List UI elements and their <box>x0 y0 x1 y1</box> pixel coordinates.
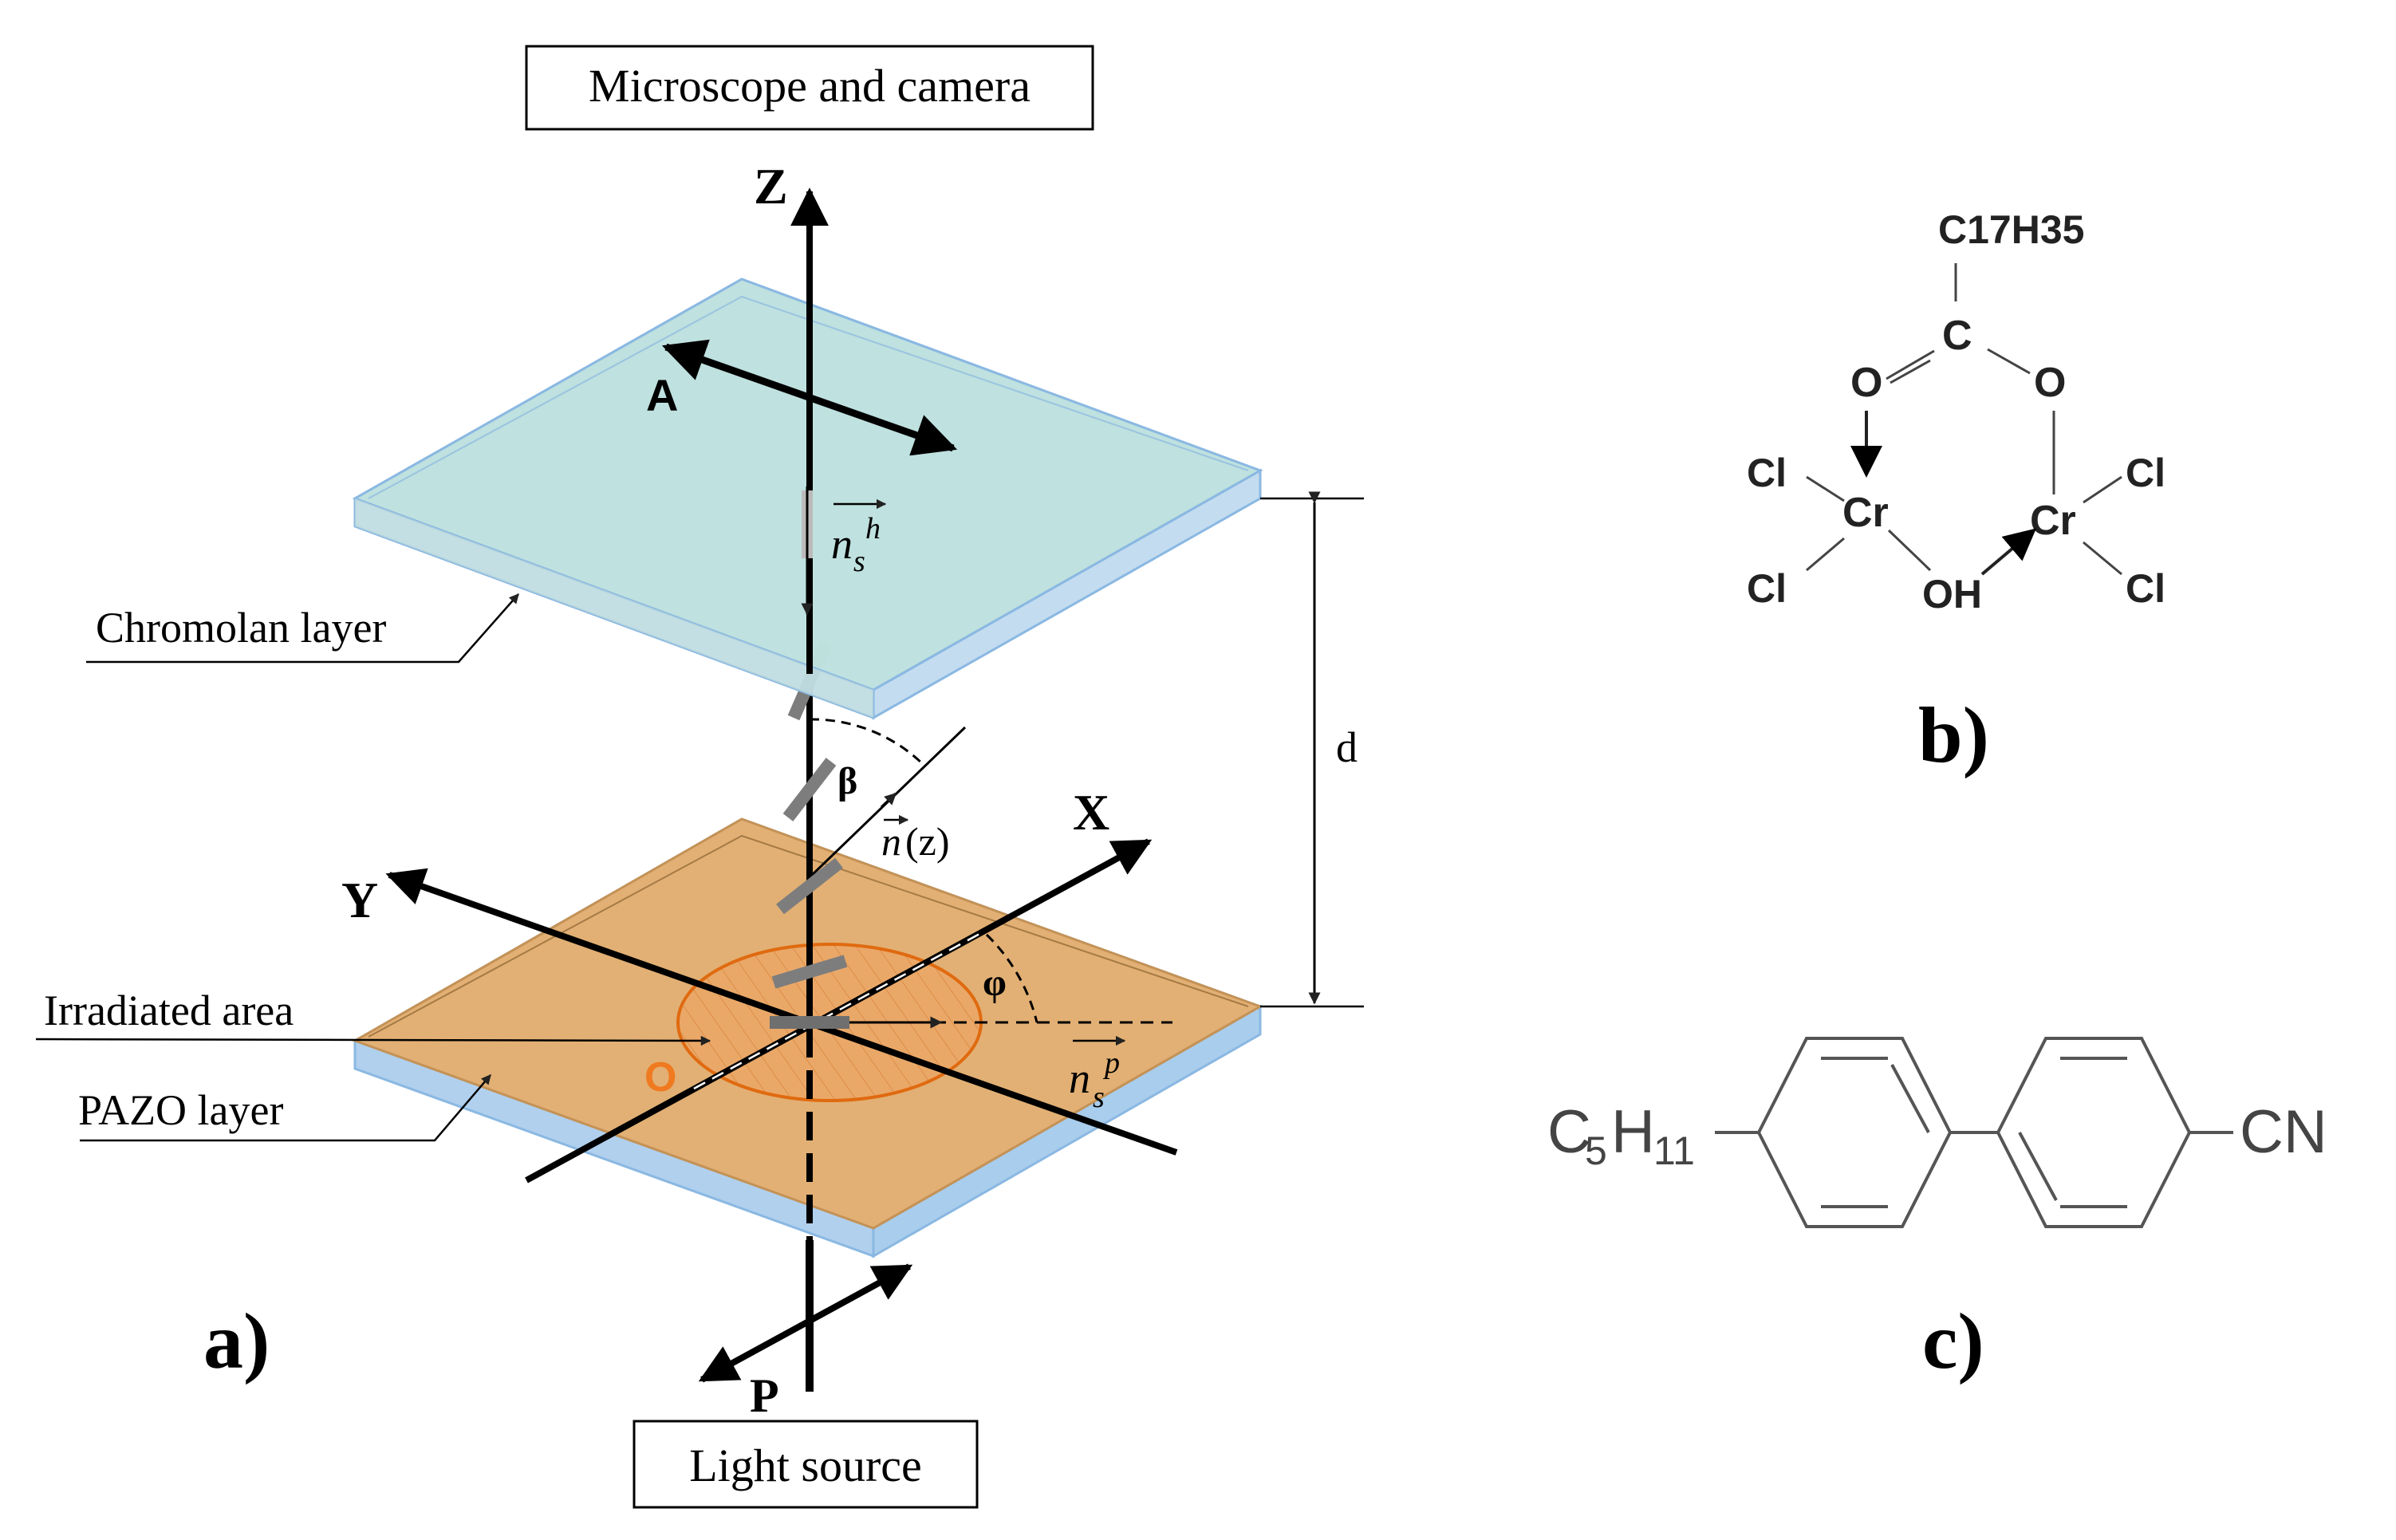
ns-p-n: n <box>1069 1054 1090 1102</box>
x-axis <box>525 838 1153 1184</box>
benzene-ring-1 <box>1756 1037 1953 1228</box>
c5h11-11: 11 <box>1653 1128 1695 1173</box>
ns-p-label: n s p <box>1069 1035 1126 1114</box>
hydroxyl-label: OH <box>1922 572 1982 616</box>
phi-label: φ <box>983 962 1007 1004</box>
chlorine-right-bottom: Cl <box>2126 566 2165 611</box>
bond-cl-cr-lt <box>1806 475 1845 502</box>
carbon-label: C <box>1942 313 1972 359</box>
light-source-box: Light source <box>632 1420 979 1509</box>
ns-h-n: n <box>831 520 853 568</box>
panel-b: C17H35 C O O Cr Cr Cl Cl Cl Cl OH <box>1747 207 2165 779</box>
chlorine-left-top: Cl <box>1747 451 1787 495</box>
chlorine-right-top: Cl <box>2126 451 2165 495</box>
chromolan-layer-label: Chromolan layer <box>96 604 386 652</box>
light-source-label: Light source <box>689 1440 922 1491</box>
beta-label: β <box>837 760 857 802</box>
bond-c-o-double-2 <box>1890 359 1931 384</box>
panel-c: C 5 H 11 CN c) <box>1547 1037 2327 1385</box>
director-arrowhead <box>880 792 897 809</box>
ns-p-sub: s <box>1093 1081 1105 1114</box>
irradiated-pointer <box>35 1035 711 1046</box>
panel-c-letter: c) <box>1922 1297 1984 1385</box>
ns-h-sub: s <box>853 545 865 578</box>
beta-arc <box>809 718 927 768</box>
chromium-left-label: Cr <box>1842 490 1889 536</box>
y-axis-label: Y <box>341 872 378 928</box>
microscope-camera-box: Microscope and camera <box>525 45 1094 131</box>
bond-cl-cr-rt <box>2083 475 2122 504</box>
x-axis-highlight <box>693 931 982 1090</box>
irradiated-area-label: Irradiated area <box>44 987 294 1034</box>
y-axis <box>385 868 1178 1156</box>
c17h35-label: C17H35 <box>1938 207 2084 252</box>
analyzer-label: A <box>646 370 678 420</box>
bond-cl-cr-rb <box>2083 541 2122 576</box>
bond-cr-oh <box>1887 529 1932 572</box>
panel-a: Microscope and camera Light source <box>35 45 1364 1509</box>
bond-cl-cr-lb <box>1806 537 1845 572</box>
molecule-rod-4 <box>782 758 837 821</box>
oxygen-right-label: O <box>2034 360 2066 406</box>
phi-arc <box>985 933 1038 1023</box>
microscope-camera-label: Microscope and camera <box>589 60 1031 112</box>
bond-c-o-right <box>1987 348 2031 375</box>
chromium-right-label: Cr <box>2030 498 2076 544</box>
pazo-layer-label: PAZO layer <box>78 1086 283 1134</box>
cn-label: CN <box>2240 1098 2327 1166</box>
polarizer-arrow <box>698 1263 913 1383</box>
panel-b-letter: b) <box>1918 691 1989 779</box>
ns-h-sup: h <box>865 512 881 545</box>
oxygen-left-label: O <box>1850 360 1882 406</box>
director-n: n <box>881 819 901 864</box>
chromolan-pointer <box>86 593 519 664</box>
ns-p-sup: p <box>1102 1046 1120 1080</box>
director-nz-label: n (z) <box>881 814 950 864</box>
molecule-rod-3 <box>776 857 843 915</box>
d-label: d <box>1336 723 1358 771</box>
ns-h-label: n s h <box>831 498 887 578</box>
c5h11-5: 5 <box>1585 1128 1607 1173</box>
z-axis-label: Z <box>754 158 788 215</box>
benzene-ring-2 <box>1996 1037 2192 1228</box>
molecule-rod-2 <box>771 955 848 989</box>
bond-c-o-double-1 <box>1886 349 1935 380</box>
chlorine-left-bottom: Cl <box>1747 566 1787 611</box>
director-arg: (z) <box>905 819 950 864</box>
coordination-arrow-right <box>1980 528 2037 576</box>
polarizer-label: P <box>750 1369 779 1422</box>
panel-a-letter: a) <box>203 1297 270 1385</box>
analyzer-arrow <box>661 339 958 456</box>
origin-label: O <box>644 1054 676 1101</box>
c5h11-c: C <box>1547 1098 1591 1166</box>
pazo-pointer <box>80 1074 491 1142</box>
x-axis-label: X <box>1073 784 1109 841</box>
c5h11-h: H <box>1611 1098 1655 1166</box>
